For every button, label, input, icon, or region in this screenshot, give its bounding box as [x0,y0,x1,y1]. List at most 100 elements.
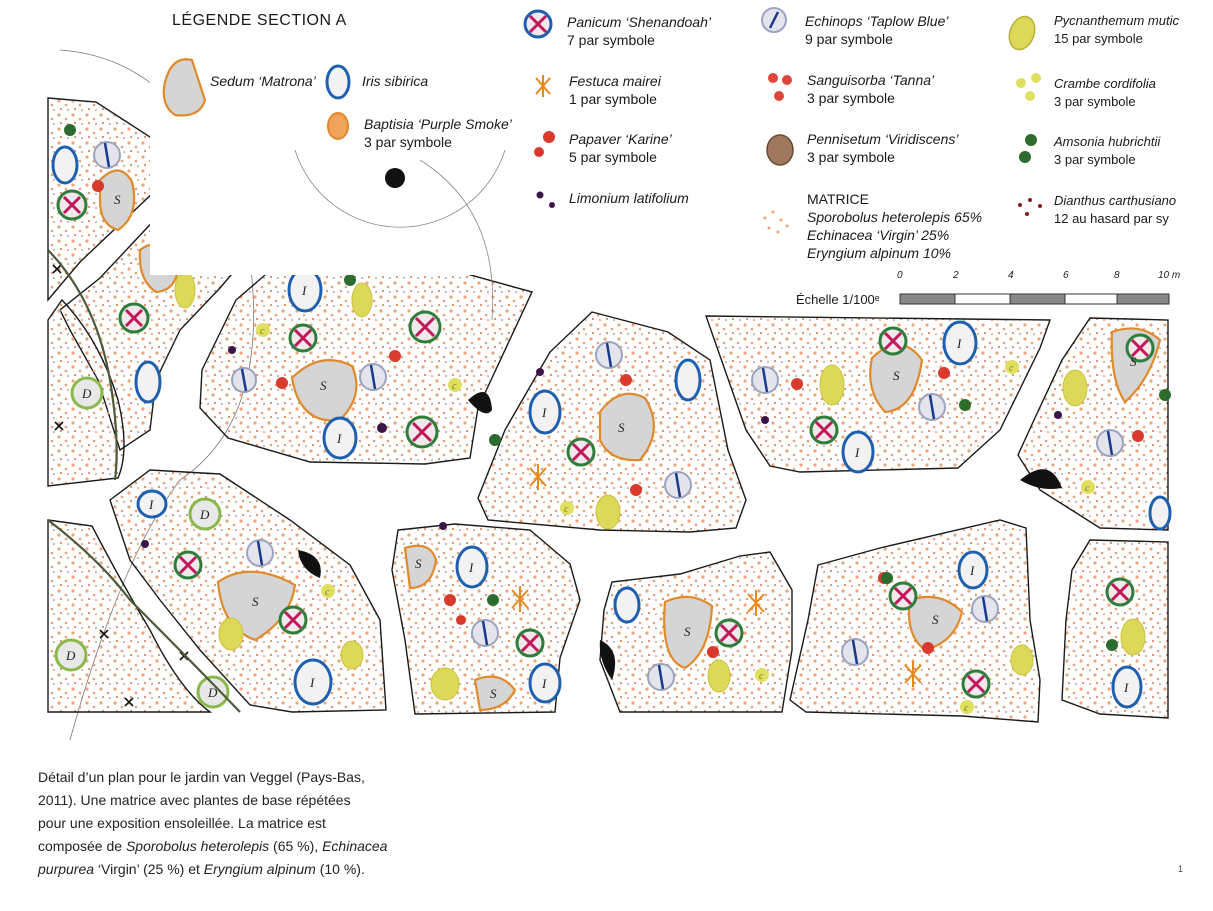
legend-pycnanthemum-name: Pycnanthemum mutic [1054,13,1179,28]
baptisia-symbol [1020,469,1062,489]
echinops-symbol [595,341,623,369]
legend-dianthus: Dianthus carthusiano 12 au hasard par sy [1054,192,1180,228]
panicum-symbol [405,415,439,449]
iris-symbol [528,389,562,435]
sedum-plants [98,169,1162,712]
matrix-symbol [763,210,789,234]
panicum-symbol [408,310,442,344]
legend-sanguisorba-qty: 3 par symbole [807,90,895,106]
panicum-symbol [714,618,744,648]
legend-title: LÉGENDE SECTION A [172,12,347,29]
echinops-symbol [93,141,121,169]
papaver-symbol [534,147,544,157]
letter-sedum: S [618,420,625,435]
festuca-symbol [511,586,529,612]
sedum-blob [663,595,714,670]
garden-plan: S S S S S S S S S S S I I I I I I I I I … [47,0,1172,741]
legend-amsonia-qty: 3 par symbole [1054,152,1136,167]
crambe-symbol: c [452,381,457,392]
echinops-symbol [231,367,257,393]
pycnanthemum-symbol [1120,618,1146,656]
amsonia-symbol [1019,151,1031,163]
caption-species: purpurea [38,861,95,877]
letter-iris: I [336,431,342,446]
echinops-symbol [471,619,499,647]
legend-amsonia: Amsonia hubrichtii 3 par symbole [1054,133,1160,169]
panicum-symbol [118,302,150,334]
crambe-symbol: c [325,587,330,598]
figure-caption: Détail d’un plan pour le jardin van Vegg… [38,766,418,881]
letter-sedum: S [490,686,497,701]
scale-tick-6: 6 [1063,270,1069,281]
legend-pycnanthemum: Pycnanthemum mutic 15 par symbole [1054,12,1179,48]
panicum-symbol [566,437,596,467]
papaver-symbol [92,180,104,192]
panicum-symbol [173,550,203,580]
boundary-curve [47,249,118,481]
letter-iris: I [854,445,860,460]
letter-sedum: S [932,612,939,627]
scale-tick-8: 8 [1114,270,1120,281]
panicum-symbol [523,9,553,39]
echinops-plants [93,141,1124,691]
crambe-symbol: c [1085,483,1090,494]
papaver-symbol [620,374,632,386]
pycnanthemum-symbol [1062,369,1088,407]
letter-iris: I [541,676,547,691]
panicum-symbol [278,605,308,635]
letter-iris: I [468,560,474,575]
legend-panicum-qty: 7 par symbole [567,32,655,48]
letter-sedum: S [415,556,422,571]
panicum-symbol [56,189,88,221]
legend-sanguisorba: Sanguisorba ‘Tanna’ 3 par symbole [807,71,934,107]
legend-matrix-title: MATRICE [807,191,869,207]
legend-panicum-name: Panicum ‘Shenandoah’ [567,14,711,30]
scale-tick-2: 2 [953,270,959,281]
scale-segment [1064,293,1118,305]
symbol-letters: S S S S S S S S S S S I I I I I I I I I … [65,192,1137,701]
bed-a4 [199,231,533,465]
caption-species: Eryngium alpinum [203,861,316,877]
papaver-symbol [630,484,642,496]
echinops-symbol [841,638,869,666]
papaver-symbol [276,377,288,389]
amsonia-symbol [489,434,501,446]
legend-amsonia-name: Amsonia hubrichtii [1054,134,1161,149]
letter-iris: I [1123,680,1129,695]
legend-pycnanthemum-qty: 15 par symbole [1054,31,1143,46]
digitalis-symbol [54,638,88,672]
limonium-symbol [141,540,149,548]
scale-segment [954,293,1011,305]
letter-digitalis: D [65,648,76,663]
scale-segment [1116,293,1170,305]
legend-baptisia-qty: 3 par symbole [364,134,452,150]
pycnanthemum-symbol [707,659,731,693]
legend-pennisetum: Pennisetum ‘Viridiscens’ 3 par symbole [807,130,958,166]
legend-panicum: Panicum ‘Shenandoah’ 7 par symbole [567,13,711,49]
letter-iris: I [956,336,962,351]
panicum-symbol [809,415,839,445]
iris-symbol [134,360,162,404]
legend-symbols [162,7,1042,234]
caption-line-3: pour une exposition ensoleillée. La matr… [38,815,326,831]
echinops-symbol [971,595,999,623]
panicum-symbol [888,581,918,611]
boundary-curves [47,249,241,713]
limonium-symbol [536,191,544,199]
iris-symbol [455,545,489,589]
iris-symbol [322,416,358,460]
echinops-symbol [359,363,387,391]
bed-b2 [47,519,213,713]
sedum-blob [598,392,655,462]
festuca-symbol [904,661,922,687]
amsonia-symbol [64,124,76,136]
panicum-symbol [288,323,318,353]
dianthus-symbol [1018,198,1042,216]
amsonia-symbol [959,399,971,411]
panicum-symbol [1125,333,1155,363]
limonium-plants [141,346,1062,548]
iris-symbol [957,550,989,590]
scale-tick-0: 0 [897,270,903,281]
caption-line-5: purpurea ‘Virgin’ (25 %) et Eryngium alp… [38,858,418,881]
pycnanthemum-symbol [1010,644,1034,676]
